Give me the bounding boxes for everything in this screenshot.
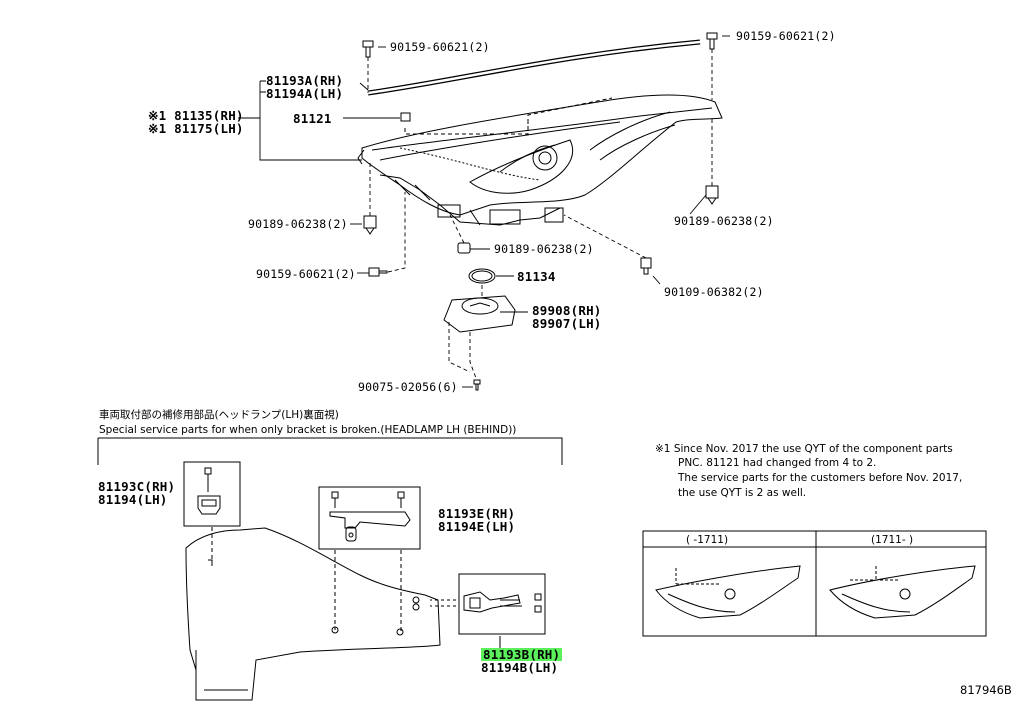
note-line-1: ※1 Since Nov. 2017 the use QYT of the co… [655, 443, 953, 455]
note-line-4: the use QYT is 2 as well. [678, 487, 807, 499]
callout-seal-rh: 81193A(RH) [266, 73, 344, 88]
callout-grommet-left[interactable]: 90189-06238(2) [248, 217, 348, 231]
table-col-right: (1711- ) [871, 534, 914, 546]
callout-screw-lower-left[interactable]: 90159-60621(2) [256, 267, 356, 281]
service-title-jp: 車両取付部の補修用部品(ヘッドランプ(LH)裏面視) [99, 409, 339, 421]
callout-computer[interactable]: 89908(RH) 89907(LH) [532, 304, 602, 330]
callout-seal-lh: 81194A(LH) [266, 86, 344, 101]
callout-grommet-right[interactable]: 90189-06238(2) [674, 214, 774, 228]
callout-seal[interactable]: 81193A(RH) 81194A(LH) [266, 74, 343, 100]
callout-screw-top-left[interactable]: 90159-60621(2) [390, 40, 490, 54]
diagram-id: 817946B [960, 683, 1012, 697]
callout-bracket-c-rh: 81193C(RH) [98, 479, 176, 494]
table-col-left: ( -1711) [686, 534, 729, 546]
callout-headlamp-unit[interactable]: ※1 81135(RH) ※1 81175(LH) [148, 109, 244, 135]
service-parts-drawing [97, 437, 563, 701]
callout-computer-rh: 89908(RH) [532, 303, 602, 318]
callout-bracket-b[interactable]: 81193B(RH) 81194B(LH) [481, 647, 563, 675]
callout-bracket-b-lh: 81194B(LH) [481, 660, 559, 675]
callout-unit-rh: ※1 81135(RH) [148, 108, 244, 123]
callout-bracket-e-lh: 81194E(LH) [438, 519, 516, 534]
callout-bracket-c-lh: 81194(LH) [98, 492, 168, 507]
callout-bracket-e[interactable]: 81193E(RH) 81194E(LH) [438, 507, 515, 533]
headlamp-assembly-drawing [357, 39, 723, 226]
callout-bracket-e-rh: 81193E(RH) [438, 506, 516, 521]
leader-lines [238, 35, 730, 388]
note-line-2: PNC. 81121 had changed from 4 to 2. [678, 457, 877, 469]
callout-bracket-b-rh-highlighted: 81193B(RH) [481, 647, 563, 662]
callout-bracket-c[interactable]: 81193C(RH) 81194(LH) [98, 480, 175, 506]
callout-screw-right[interactable]: 90109-06382(2) [664, 285, 764, 299]
callout-cap[interactable]: 81121 [293, 111, 332, 126]
callout-screw-top-right[interactable]: 90159-60621(2) [736, 29, 836, 43]
callout-computer-lh: 89907(LH) [532, 316, 602, 331]
callout-grommet-center[interactable]: 90189-06238(2) [494, 242, 594, 256]
note-line-3: The service parts for the customers befo… [678, 472, 963, 484]
callout-small-screw[interactable]: 90075-02056(6) [358, 380, 458, 394]
comparison-table-drawing [642, 530, 987, 637]
callout-oring[interactable]: 81134 [517, 269, 556, 284]
callout-unit-lh: ※1 81175(LH) [148, 121, 244, 136]
service-title-en: Special service parts for when only brac… [99, 424, 517, 436]
